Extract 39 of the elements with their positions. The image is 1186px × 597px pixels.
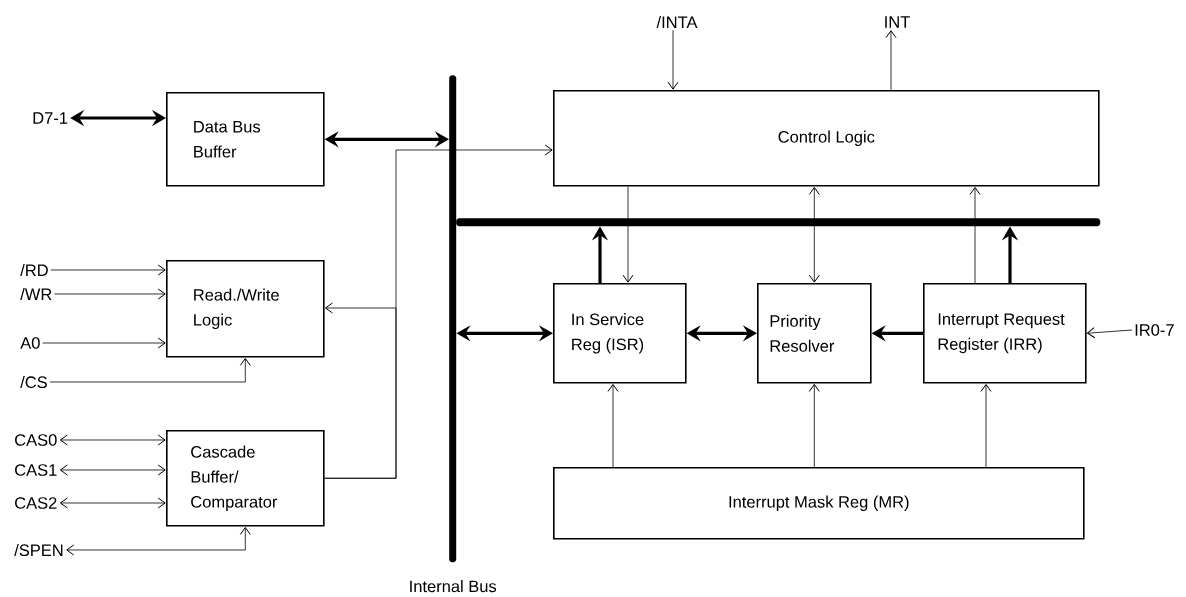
arrow	[42, 337, 166, 349]
block-box: Priority Resolver	[757, 283, 872, 384]
arrow	[1086, 327, 1133, 339]
arrow	[50, 264, 166, 276]
block-box: Cascade Buffer/ Comparator	[166, 430, 325, 527]
arrow	[667, 29, 679, 90]
bus-label: Internal Bus	[410, 580, 497, 593]
pin-label: D7-1	[33, 112, 68, 124]
arrow	[980, 383, 992, 468]
pin-label: CAS0	[15, 434, 57, 446]
pin-label: /WR	[20, 287, 52, 301]
block-box: Read./Write Logic	[166, 260, 325, 358]
block-box: Control Logic	[553, 90, 1100, 187]
pin-label: /INTA	[656, 15, 698, 29]
pin-label: A0	[20, 337, 40, 349]
arrow	[49, 357, 251, 383]
arrow	[59, 497, 166, 509]
arrow	[54, 288, 166, 300]
pin-label: /SPEN	[14, 543, 63, 557]
arrow	[59, 464, 166, 476]
arrow	[324, 302, 397, 479]
arrow	[607, 383, 619, 468]
block-box: Interrupt Mask Reg (MR)	[553, 467, 1085, 540]
arrow	[969, 186, 981, 284]
arrow	[66, 526, 251, 556]
block-box: Data Bus Buffer	[166, 92, 325, 187]
pin-label: INT	[885, 16, 910, 28]
block-box: In Service Reg (ISR)	[553, 283, 687, 384]
arrow	[59, 434, 166, 446]
pin-label: /CS	[20, 375, 47, 389]
arrow	[885, 30, 897, 91]
arrow	[622, 186, 634, 283]
pin-label: IR0-7	[1135, 324, 1174, 336]
arrow	[808, 186, 820, 283]
pin-label: /RD	[20, 263, 48, 277]
arrow	[808, 383, 820, 468]
block-box: Interrupt Request Register (IRR)	[923, 283, 1087, 384]
pin-label: CAS1	[15, 464, 57, 476]
pin-label: CAS2	[15, 497, 57, 509]
